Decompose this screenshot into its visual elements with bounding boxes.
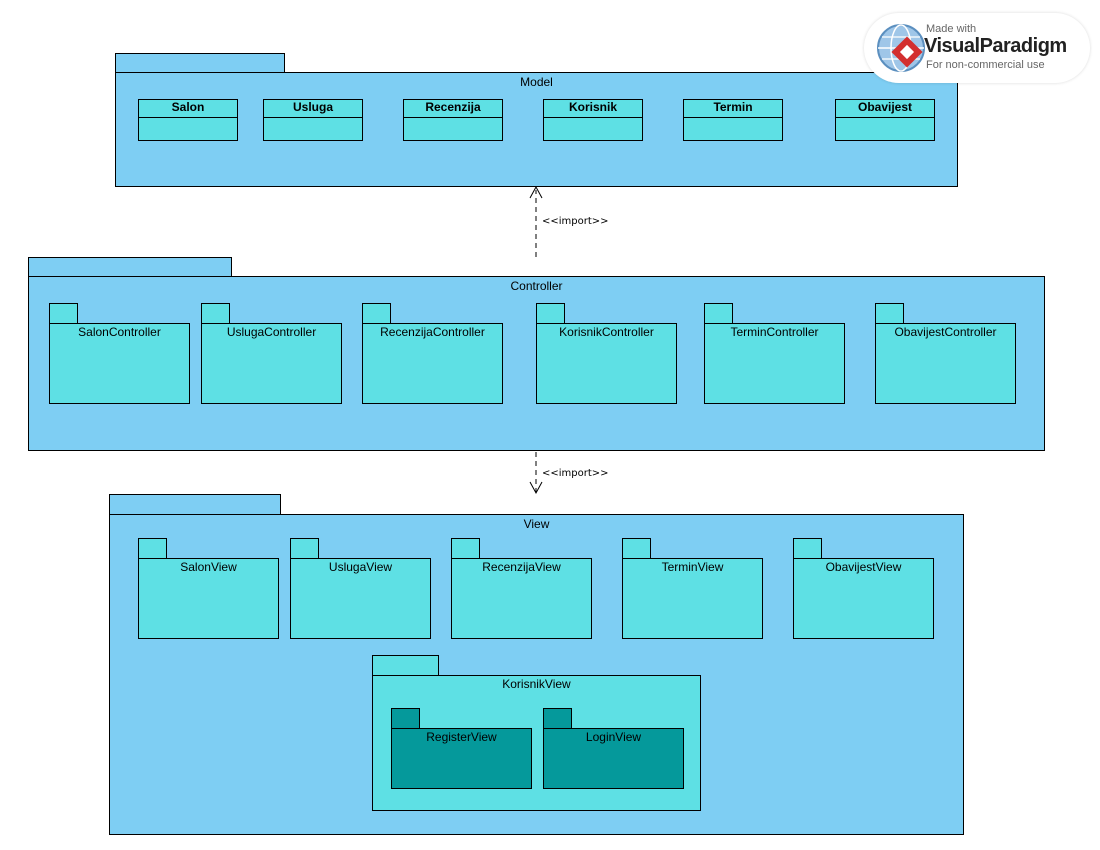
subpackage-label: LoginView: [585, 730, 642, 744]
subpackage-salon-view[interactable]: SalonView: [138, 558, 279, 639]
class-termin[interactable]: Termin: [683, 99, 783, 141]
visual-paradigm-logo-icon: [877, 24, 925, 72]
subpackage-label: KorisnikController: [559, 325, 654, 339]
model-package-title: Model: [520, 75, 553, 89]
subpackage-termin-controller[interactable]: TerminController: [704, 323, 845, 404]
class-name: Salon: [139, 100, 237, 118]
subpackage-obavijest-view[interactable]: ObavijestView: [793, 558, 934, 639]
subpackage-usluga-view[interactable]: UslugaView: [290, 558, 431, 639]
watermark-brand: VisualParadigm: [924, 35, 1067, 58]
subpackage-label: UslugaController: [226, 325, 317, 339]
class-korisnik[interactable]: Korisnik: [543, 99, 643, 141]
view-package-title: View: [523, 517, 550, 531]
subpackage-recenzija-controller[interactable]: RecenzijaController: [362, 323, 503, 404]
class-obavijest[interactable]: Obavijest: [835, 99, 935, 141]
class-name: Usluga: [264, 100, 362, 118]
subpackage-recenzija-view[interactable]: RecenzijaView: [451, 558, 592, 639]
subpackage-label: SalonView: [180, 560, 237, 574]
subpackage-obavijest-controller[interactable]: ObavijestController: [875, 323, 1016, 404]
class-usluga[interactable]: Usluga: [263, 99, 363, 141]
subpackage-termin-view[interactable]: TerminView: [622, 558, 763, 639]
watermark-brand-bold: Visual: [924, 35, 980, 57]
subpackage-label: ObavijestView: [825, 560, 902, 574]
subpackage-korisnik-controller[interactable]: KorisnikController: [536, 323, 677, 404]
import-arrow-to-view: [529, 452, 543, 495]
subpackage-label: ObavijestController: [894, 325, 997, 339]
class-name: Termin: [684, 100, 782, 118]
class-salon[interactable]: Salon: [138, 99, 238, 141]
subpackage-label: RecenzijaController: [380, 325, 485, 339]
subpackage-salon-controller[interactable]: SalonController: [49, 323, 190, 404]
class-recenzija[interactable]: Recenzija: [403, 99, 503, 141]
subpackage-label: TerminController: [730, 325, 819, 339]
controller-package-title: Controller: [510, 279, 563, 293]
subpackage-login-view[interactable]: LoginView: [543, 728, 684, 789]
import-stereotype-label: <<import>>: [542, 216, 609, 227]
class-name: Korisnik: [544, 100, 642, 118]
visual-paradigm-watermark: Made with VisualParadigm For non-commerc…: [864, 13, 1090, 83]
subpackage-label: TerminView: [661, 560, 724, 574]
watermark-subtitle: For non-commercial use: [926, 59, 1045, 71]
subpackage-label: RecenzijaView: [482, 560, 561, 574]
subpackage-label: UslugaView: [328, 560, 393, 574]
model-package[interactable]: Model: [115, 72, 958, 187]
subpackage-label: SalonController: [78, 325, 161, 339]
watermark-made-with: Made with: [926, 23, 977, 35]
subpackage-label: RegisterView: [426, 730, 497, 744]
subpackage-register-view[interactable]: RegisterView: [391, 728, 532, 789]
class-name: Recenzija: [404, 100, 502, 118]
subpackage-usluga-controller[interactable]: UslugaController: [201, 323, 342, 404]
import-arrow-to-model: [529, 185, 543, 257]
korisnik-view-title: KorisnikView: [502, 677, 571, 691]
import-stereotype-label: <<import>>: [542, 468, 609, 479]
class-name: Obavijest: [836, 100, 934, 118]
watermark-brand-rest: Paradigm: [979, 35, 1068, 57]
